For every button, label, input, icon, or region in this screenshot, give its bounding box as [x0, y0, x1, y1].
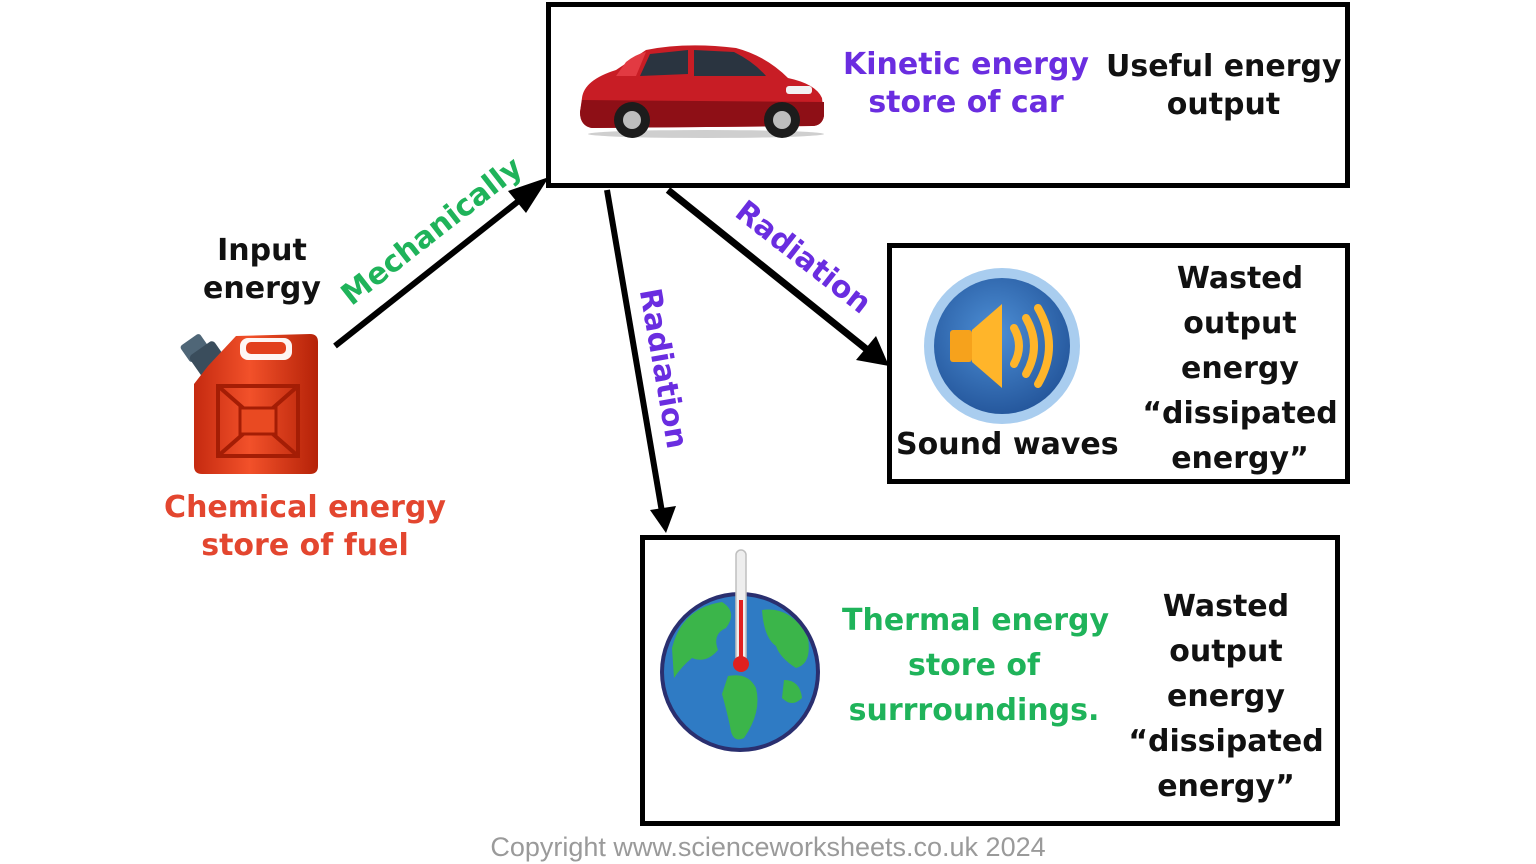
speaker-icon — [924, 268, 1080, 424]
useful-output-label: Useful energy output — [1106, 48, 1342, 123]
kinetic-line1: Kinetic energy — [843, 47, 1089, 82]
globe-thermometer-icon — [660, 549, 820, 752]
input-energy-label: Input energy — [182, 232, 342, 307]
copyright-footer: Copyright www.scienceworksheets.co.uk 20… — [490, 832, 1046, 862]
thermal-wasted-line2: output — [1169, 634, 1283, 669]
thermal-store-label: Thermal energy store of surrroundings. — [842, 598, 1110, 733]
thermal-wasted-line4: “dissipated — [1128, 724, 1324, 759]
chemical-store-label: Chemical energy store of fuel — [140, 489, 470, 564]
car-icon — [580, 45, 824, 138]
sound-wasted-label: Wasted output energy “dissipated energy” — [1130, 256, 1350, 481]
input-label-line1: Input — [217, 233, 307, 268]
kinetic-line2: store of car — [868, 84, 1064, 120]
arrow-radiation-thermal — [604, 189, 676, 533]
sound-wasted-line1: Wasted — [1176, 261, 1304, 296]
useful-line2: output — [1166, 86, 1281, 122]
sound-wasted-line4: “dissipated — [1142, 396, 1338, 431]
thermal-wasted-line3: energy — [1167, 679, 1285, 714]
thermal-wasted-label: Wasted output energy “dissipated energy” — [1116, 584, 1336, 809]
arrow-radiation-sound — [665, 187, 889, 366]
thermal-line2: store of — [907, 648, 1041, 683]
chemical-line1: Chemical energy — [164, 490, 446, 525]
fuel-can-icon — [180, 334, 318, 474]
thermal-wasted-line1: Wasted — [1162, 589, 1290, 624]
thermal-wasted-line5: energy” — [1157, 769, 1295, 804]
sound-wasted-line5: energy” — [1171, 441, 1309, 476]
input-label-line2: energy — [203, 270, 321, 306]
sound-wasted-line3: energy — [1181, 351, 1299, 386]
chemical-line2: store of fuel — [201, 527, 409, 563]
useful-line1: Useful energy — [1106, 49, 1342, 84]
thermal-line1: Thermal energy — [842, 603, 1110, 638]
sound-wasted-line2: output — [1183, 306, 1297, 341]
thermal-line3: surrroundings. — [848, 693, 1100, 728]
arrow-mechanically — [333, 177, 549, 349]
kinetic-store-label: Kinetic energy store of car — [842, 46, 1090, 121]
sound-waves-caption: Sound waves — [896, 427, 1119, 462]
